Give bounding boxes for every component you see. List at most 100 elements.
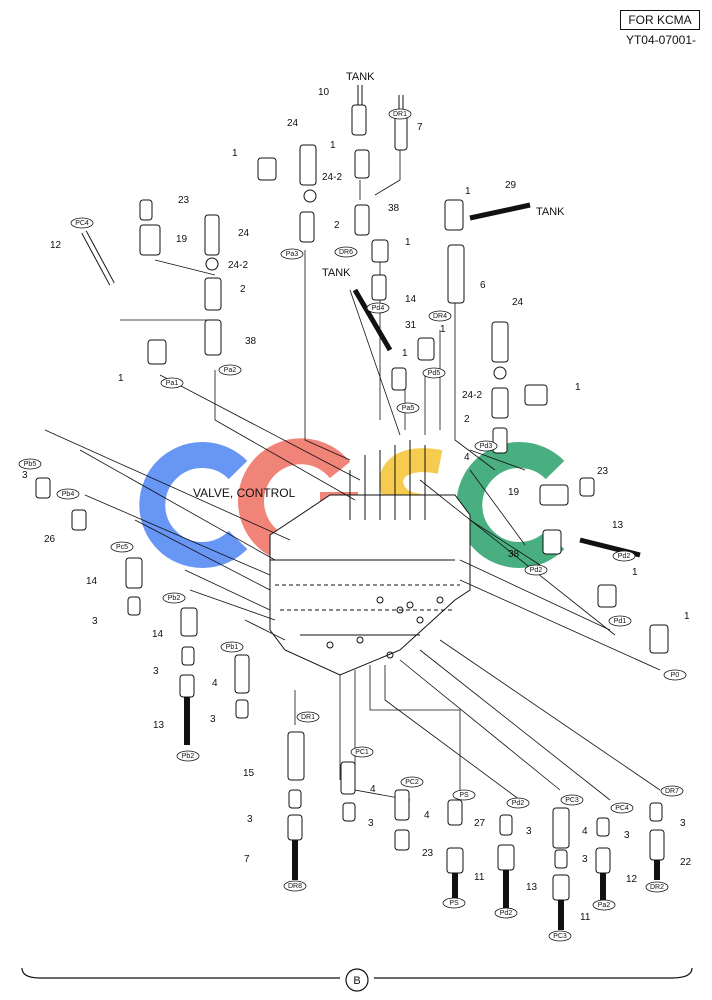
svg-text:Pb5: Pb5 bbox=[24, 461, 37, 468]
svg-text:Pa2: Pa2 bbox=[224, 367, 237, 374]
svg-text:1: 1 bbox=[232, 148, 238, 159]
svg-text:23: 23 bbox=[597, 466, 609, 477]
svg-text:14: 14 bbox=[86, 576, 98, 587]
part-3-h bbox=[554, 849, 568, 869]
part-24-2-oring-c bbox=[493, 366, 507, 380]
svg-text:Pc5: Pc5 bbox=[116, 544, 128, 551]
title-label: VALVE, CONTROL bbox=[193, 486, 296, 500]
svg-text:3: 3 bbox=[210, 714, 216, 725]
svg-text:11: 11 bbox=[580, 912, 591, 923]
svg-text:Pd2: Pd2 bbox=[618, 553, 631, 560]
part-14-c bbox=[180, 607, 198, 637]
part-1-pa5 bbox=[391, 367, 407, 391]
part-3-d bbox=[235, 699, 249, 719]
svg-text:Pa3: Pa3 bbox=[286, 251, 299, 258]
part-3-b bbox=[127, 596, 141, 616]
svg-text:24-2: 24-2 bbox=[228, 260, 248, 271]
svg-text:1: 1 bbox=[575, 382, 581, 393]
port-tag-text: DR1 PC4 Pa3 DR6 Pd4 DR4 Pd5 Pa5 Pd3 Pa1 … bbox=[24, 111, 680, 940]
part-3-c bbox=[181, 646, 195, 666]
svg-text:Pd2: Pd2 bbox=[512, 800, 525, 807]
part-24-2-oring-b bbox=[205, 257, 219, 271]
svg-text:24: 24 bbox=[238, 228, 250, 239]
part-23-c bbox=[394, 829, 410, 851]
svg-text:1: 1 bbox=[465, 186, 471, 197]
svg-text:DR1: DR1 bbox=[393, 111, 407, 118]
svg-text:14: 14 bbox=[405, 294, 417, 305]
svg-text:DR2: DR2 bbox=[650, 884, 664, 891]
part-24-c bbox=[491, 321, 509, 363]
part-1-pa1 bbox=[147, 339, 167, 365]
part-4-pc3 bbox=[552, 807, 570, 849]
variant-box: FOR KCMA bbox=[620, 10, 700, 30]
svg-text:PS: PS bbox=[449, 900, 459, 907]
part-10-hose-end bbox=[351, 104, 367, 136]
svg-text:3: 3 bbox=[22, 470, 28, 481]
svg-text:3: 3 bbox=[680, 818, 686, 829]
svg-text:DR7: DR7 bbox=[665, 788, 679, 795]
svg-text:P0: P0 bbox=[671, 672, 680, 679]
svg-text:29: 29 bbox=[505, 180, 517, 191]
svg-text:Pd2: Pd2 bbox=[530, 567, 543, 574]
svg-text:Pd5: Pd5 bbox=[428, 370, 441, 377]
part-7-top bbox=[394, 114, 408, 151]
part-3-i bbox=[596, 817, 610, 837]
leader-lines bbox=[44, 150, 661, 810]
svg-text:23: 23 bbox=[422, 848, 434, 859]
part-31-hose bbox=[352, 288, 393, 352]
part-19-a bbox=[139, 224, 161, 256]
part-13-b bbox=[179, 674, 195, 698]
part-1-top bbox=[354, 149, 370, 179]
svg-text:15: 15 bbox=[243, 768, 255, 779]
part-1-elbow-a bbox=[257, 157, 277, 181]
part-4-pb1 bbox=[234, 654, 250, 694]
svg-text:Pd1: Pd1 bbox=[614, 618, 627, 625]
svg-text:Pd2: Pd2 bbox=[500, 910, 513, 917]
part-4-pc2 bbox=[394, 789, 410, 821]
svg-text:1: 1 bbox=[330, 140, 336, 151]
part-14-a bbox=[371, 274, 387, 301]
part-1-p0 bbox=[649, 624, 669, 654]
svg-text:38: 38 bbox=[245, 336, 257, 347]
svg-text:Pb2: Pb2 bbox=[168, 595, 181, 602]
svg-text:3: 3 bbox=[624, 830, 630, 841]
svg-text:4: 4 bbox=[464, 452, 470, 463]
label-tank-top: TANK bbox=[346, 71, 375, 83]
svg-text:24: 24 bbox=[512, 297, 524, 308]
part-23-a bbox=[139, 199, 153, 221]
svg-text:3: 3 bbox=[92, 616, 98, 627]
svg-text:27: 27 bbox=[474, 818, 486, 829]
part-1-c bbox=[524, 384, 548, 406]
svg-text:38: 38 bbox=[508, 549, 520, 560]
svg-text:19: 19 bbox=[508, 487, 520, 498]
svg-text:3: 3 bbox=[582, 854, 588, 865]
svg-text:22: 22 bbox=[680, 857, 692, 868]
svg-text:1: 1 bbox=[684, 611, 690, 622]
part-38-top bbox=[354, 204, 370, 236]
part-2-c bbox=[491, 387, 509, 419]
svg-text:12: 12 bbox=[626, 874, 638, 885]
svg-text:Pa2: Pa2 bbox=[598, 902, 611, 909]
svg-text:11: 11 bbox=[474, 872, 485, 883]
svg-text:23: 23 bbox=[178, 195, 190, 206]
svg-text:Pd3: Pd3 bbox=[480, 443, 493, 450]
svg-text:Pb4: Pb4 bbox=[62, 491, 75, 498]
svg-text:1: 1 bbox=[402, 348, 408, 359]
part-27 bbox=[447, 799, 463, 826]
part-26 bbox=[71, 509, 87, 531]
part-3-e bbox=[288, 789, 302, 809]
part-29-hose bbox=[469, 202, 531, 221]
part-24-top bbox=[299, 144, 317, 186]
valve-body bbox=[269, 440, 471, 676]
svg-text:PC3: PC3 bbox=[565, 797, 579, 804]
section-circle bbox=[345, 968, 369, 992]
part-3-pb5 bbox=[35, 477, 51, 499]
svg-text:4: 4 bbox=[212, 678, 218, 689]
svg-text:2: 2 bbox=[464, 414, 470, 425]
part-2-pa3 bbox=[299, 211, 315, 243]
svg-text:DR6: DR6 bbox=[339, 249, 353, 256]
svg-text:DR8: DR8 bbox=[288, 883, 302, 890]
svg-text:3: 3 bbox=[368, 818, 374, 829]
